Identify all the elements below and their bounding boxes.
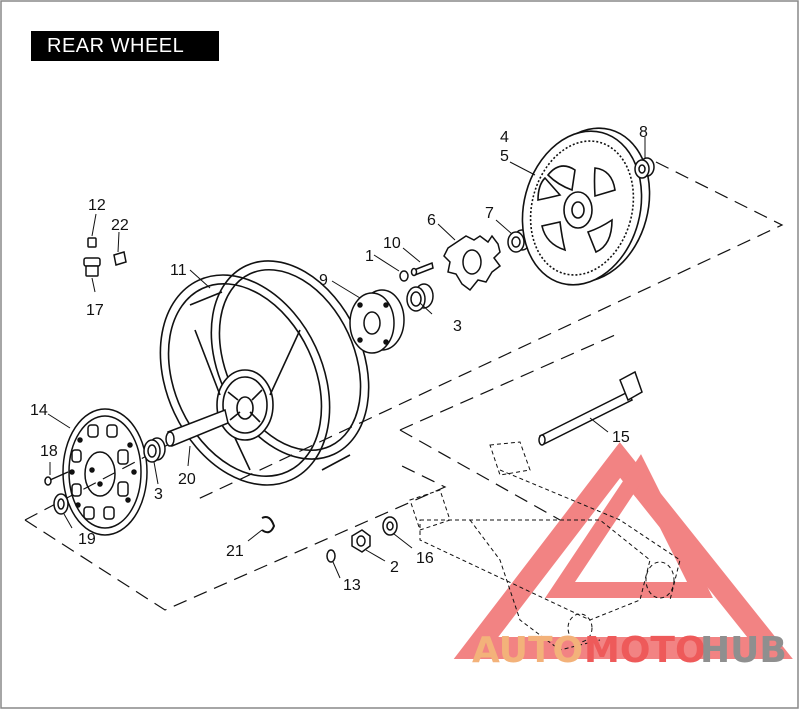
callout-15: 15 — [612, 429, 630, 446]
wheel-rim — [159, 260, 370, 486]
sprocket-hub-carrier — [349, 289, 405, 354]
callout-21: 21 — [226, 543, 244, 560]
callout-19: 19 — [78, 531, 96, 548]
callout-12: 12 — [88, 197, 106, 214]
wheel-bearing-left — [143, 437, 166, 463]
diagram-title: REAR WHEEL — [31, 31, 219, 61]
callout-3-left: 3 — [154, 486, 163, 503]
balance-weight — [113, 251, 127, 266]
callout-18: 18 — [40, 443, 58, 460]
watermark-logo — [453, 442, 793, 659]
axle-washer — [382, 516, 398, 536]
callout-8: 8 — [639, 124, 648, 141]
callout-13: 13 — [343, 577, 361, 594]
watermark-moto: MOTO — [584, 630, 706, 671]
washer-and-bolt — [399, 261, 434, 282]
wheel-bearing-right — [406, 283, 434, 312]
callout-5: 5 — [500, 148, 509, 165]
callout-3-right: 3 — [453, 318, 462, 335]
sprocket-bearing — [634, 157, 655, 179]
disc-bolt — [44, 471, 69, 486]
callout-17: 17 — [86, 302, 104, 319]
watermark-auto: AUTO — [472, 630, 583, 671]
callout-20: 20 — [178, 471, 196, 488]
callout-1: 1 — [365, 248, 374, 265]
callout-6: 6 — [427, 212, 436, 229]
callout-9: 9 — [319, 272, 328, 289]
callout-14: 14 — [30, 402, 48, 419]
callout-7: 7 — [485, 205, 494, 222]
brake-disc — [62, 408, 148, 536]
axle-spacer-sleeve — [165, 408, 229, 448]
axle-nut — [351, 529, 371, 553]
callout-16: 16 — [416, 550, 434, 567]
callout-4: 4 — [500, 129, 509, 146]
callout-10: 10 — [383, 235, 401, 252]
rear-axle — [538, 370, 643, 446]
swingarm-outline — [409, 441, 681, 651]
rubber-isolator — [443, 234, 502, 292]
leader-lines — [47, 137, 646, 579]
watermark-text: AUTO MOTO HUB — [472, 630, 787, 671]
callout-22: 22 — [111, 217, 129, 234]
callout-labels: 1 2 3 3 4 5 6 7 8 9 10 11 12 13 14 15 16… — [30, 124, 648, 594]
spacer-ring — [53, 493, 69, 515]
cotter-pin — [326, 549, 336, 563]
rear-sprocket — [521, 127, 651, 286]
callout-2: 2 — [390, 559, 399, 576]
valve-stem — [83, 237, 101, 277]
callout-11: 11 — [170, 262, 187, 279]
watermark-hub: HUB — [700, 630, 787, 671]
snap-ring — [261, 516, 276, 534]
